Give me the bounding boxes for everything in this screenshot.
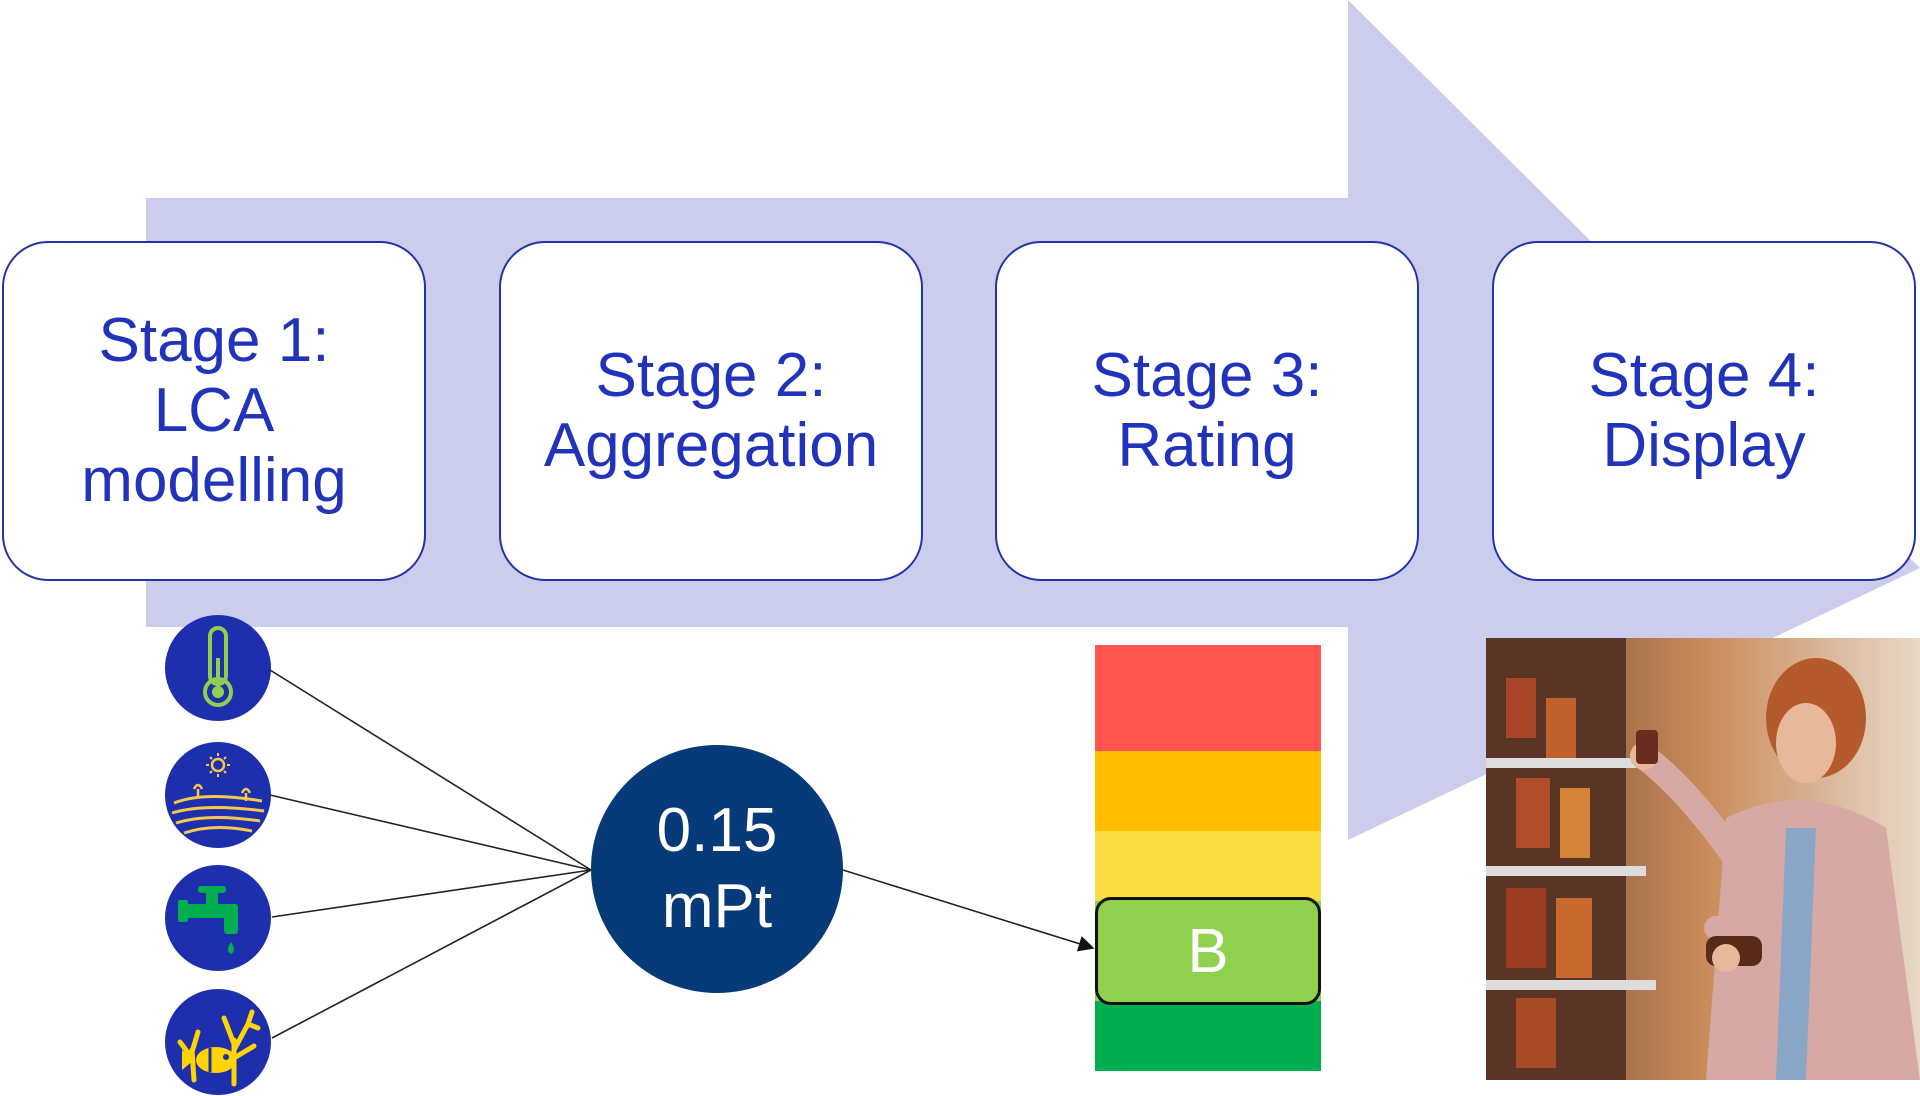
rating-band-d (1095, 751, 1321, 831)
stage-1-box: Stage 1: LCA modelling (2, 241, 426, 581)
stage-1-label: Stage 1: LCA modelling (81, 306, 347, 515)
connector-line (271, 869, 592, 1039)
stage-4-label: Stage 4: Display (1588, 341, 1820, 480)
stage-3-label: Stage 3: Rating (1091, 341, 1323, 480)
connector-line (269, 794, 592, 871)
rating-band-e (1095, 645, 1321, 751)
stage-4-box: Stage 4: Display (1492, 241, 1916, 581)
score-to-rating-arrow (842, 869, 1095, 952)
thermometer-icon (165, 615, 271, 721)
stage-2-box: Stage 2: Aggregation (499, 241, 923, 581)
rating-selected-badge: B (1095, 897, 1321, 1005)
shopper-photo (1486, 638, 1920, 1080)
connector-line (269, 669, 592, 871)
rating-band-a (1095, 1001, 1321, 1071)
rating-band-c (1095, 831, 1321, 901)
rating-selected-label: B (1187, 916, 1229, 986)
coral-fish-icon (165, 989, 271, 1095)
score-circle: 0.15 mPt (591, 745, 843, 993)
connector-line (271, 869, 592, 918)
stage-3-box: Stage 3: Rating (995, 241, 1419, 581)
stage-2-label: Stage 2: Aggregation (543, 341, 879, 480)
score-value: 0.15 (656, 796, 778, 865)
water-tap-icon (165, 865, 271, 971)
land-use-icon (165, 742, 271, 848)
score-unit: mPt (661, 872, 773, 941)
